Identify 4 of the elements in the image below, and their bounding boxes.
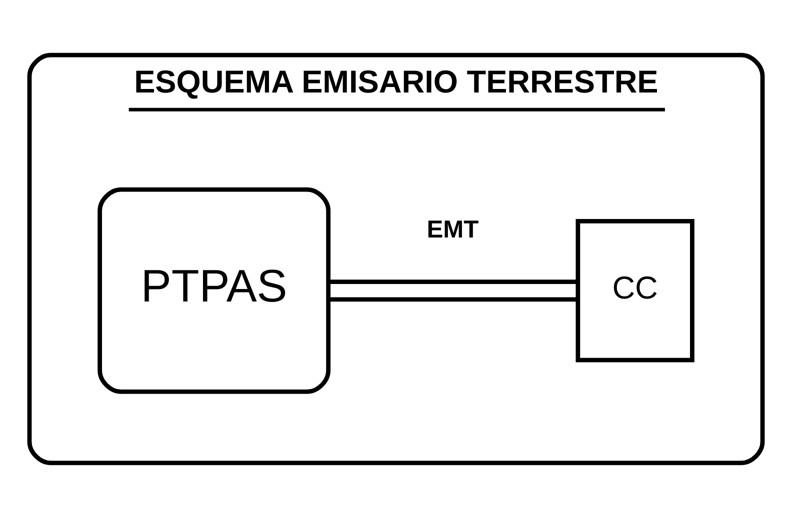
edge-label: EMT (426, 216, 479, 244)
connector (328, 280, 578, 302)
node-box: PTPAS (98, 187, 331, 394)
node-box: CC (576, 219, 694, 362)
